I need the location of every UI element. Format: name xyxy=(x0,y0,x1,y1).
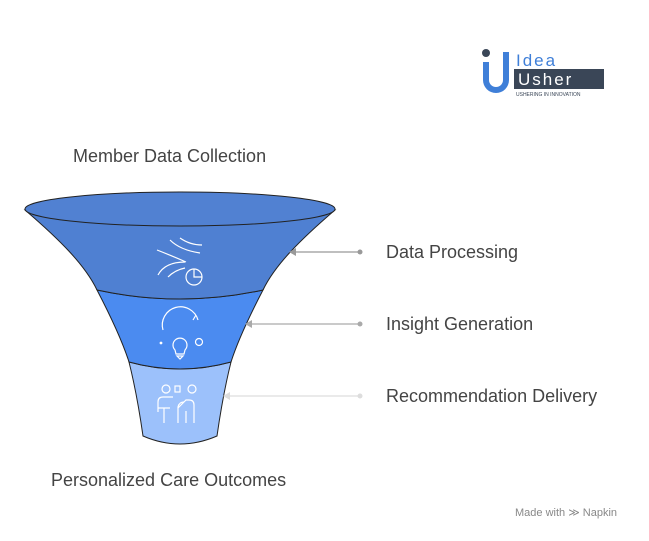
idea-usher-logo: Idea Usher USHERING IN INNOVATION xyxy=(482,49,604,98)
data-analytics-icon xyxy=(156,237,203,286)
made-with-text: Made with xyxy=(515,507,566,519)
svg-text:Usher: Usher xyxy=(518,70,573,89)
funnel-stage-1 xyxy=(23,209,337,300)
funnel-stage-2 xyxy=(96,289,264,370)
connector-stage-1 xyxy=(289,248,363,256)
stage-label-recommendation-delivery: Recommendation Delivery xyxy=(386,386,598,406)
napkin-icon: ≫ xyxy=(568,507,580,519)
made-with-napkin: Made with ≫ Napkin xyxy=(515,506,617,519)
svg-text:USHERING IN INNOVATION: USHERING IN INNOVATION xyxy=(516,92,581,98)
funnel-rim xyxy=(24,191,336,227)
lightbulb-icon xyxy=(159,306,204,360)
stage-label-insight-generation: Insight Generation xyxy=(386,314,534,334)
funnel-outcome: Personalized Care Outcomes xyxy=(51,470,287,490)
napkin-brand: Napkin xyxy=(582,507,618,519)
connector-stage-2 xyxy=(245,320,363,328)
presenter-icon xyxy=(157,384,197,423)
stage-label-data-processing: Data Processing xyxy=(386,242,519,262)
funnel-title: Member Data Collection xyxy=(73,146,267,166)
connector-stage-3 xyxy=(223,392,363,400)
svg-text:Idea: Idea xyxy=(516,51,557,70)
